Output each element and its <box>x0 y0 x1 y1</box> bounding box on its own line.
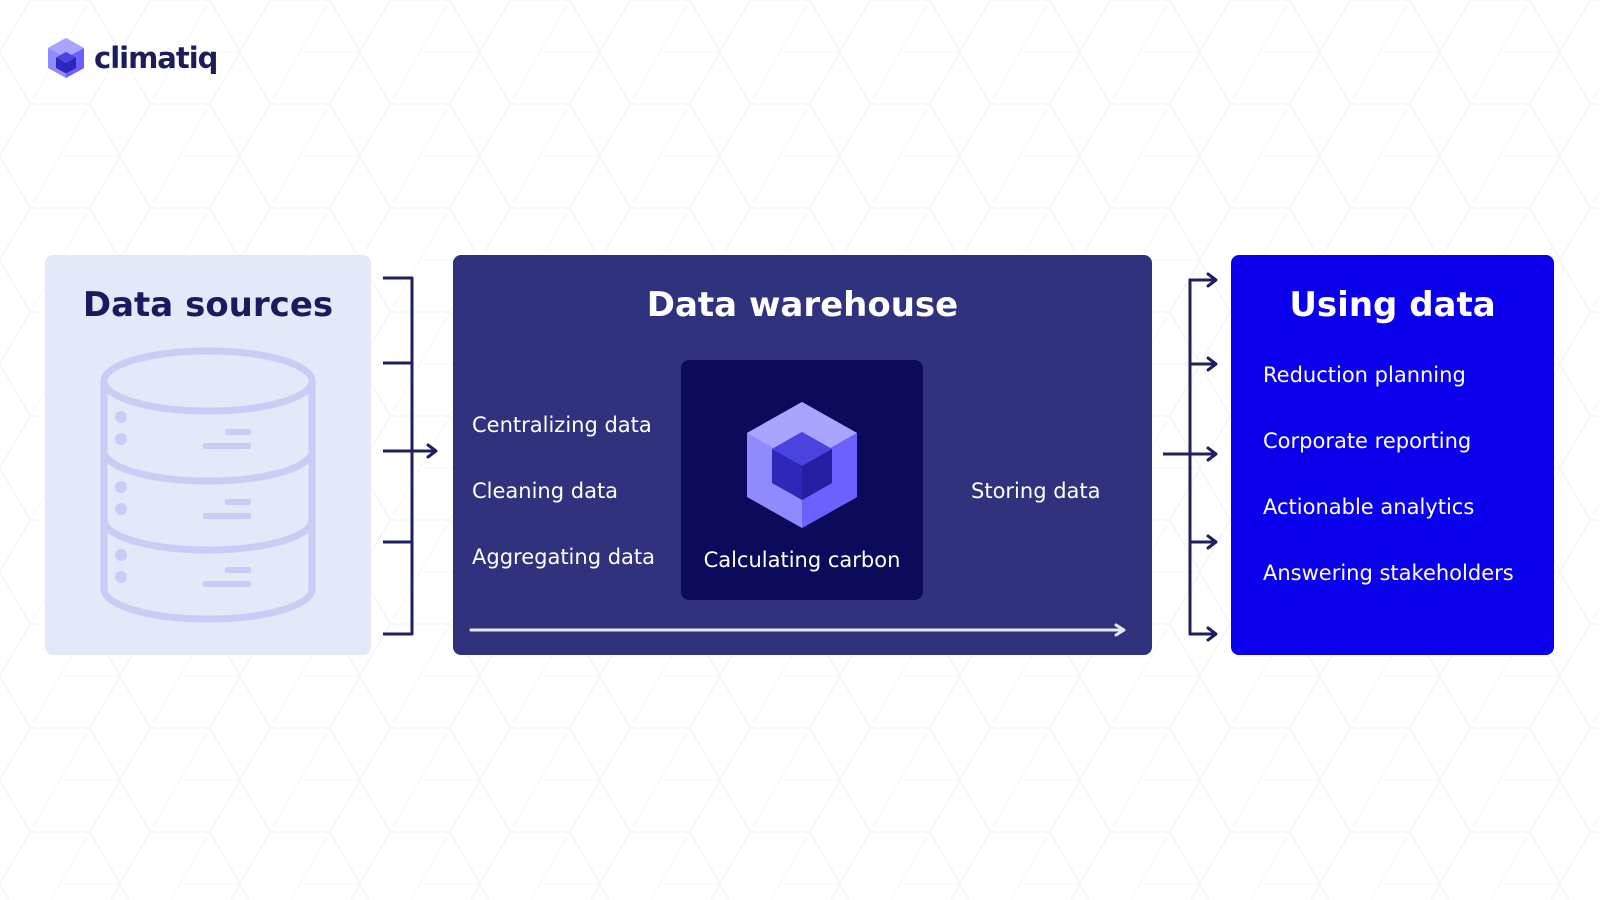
calculating-carbon-label: Calculating carbon <box>703 548 901 572</box>
use-item-actionable-analytics: Actionable analytics <box>1263 495 1475 519</box>
use-item-answering-stakeholders: Answering stakeholders <box>1263 561 1514 585</box>
sources-to-warehouse-connector <box>383 276 438 636</box>
brand-logo[interactable]: climatiq <box>46 36 218 80</box>
step-aggregating: Aggregating data <box>472 545 656 569</box>
brand-name: climatiq <box>94 41 218 75</box>
cube-logo-icon <box>48 38 84 78</box>
data-sources-panel: Data sources <box>45 255 371 655</box>
warehouse-to-using-connector <box>1163 272 1218 642</box>
data-warehouse-panel: Data warehouse Centralizing data Cleanin… <box>453 255 1152 655</box>
step-cleaning: Cleaning data <box>472 479 619 503</box>
using-data-panel: Using data Reduction planning Corporate … <box>1231 255 1554 655</box>
step-centralizing: Centralizing data <box>472 413 652 437</box>
calculating-carbon-box: Calculating carbon <box>681 360 923 600</box>
using-data-title: Using data <box>1289 285 1496 325</box>
data-warehouse-title: Data warehouse <box>646 285 959 325</box>
use-item-reduction-planning: Reduction planning <box>1263 363 1466 387</box>
warehouse-flow-arrow <box>469 623 1126 637</box>
data-sources-title: Data sources <box>82 285 334 325</box>
step-storing: Storing data <box>971 479 1101 503</box>
database-icon <box>100 347 316 623</box>
cube-icon <box>747 402 857 528</box>
use-item-corporate-reporting: Corporate reporting <box>1263 429 1472 453</box>
